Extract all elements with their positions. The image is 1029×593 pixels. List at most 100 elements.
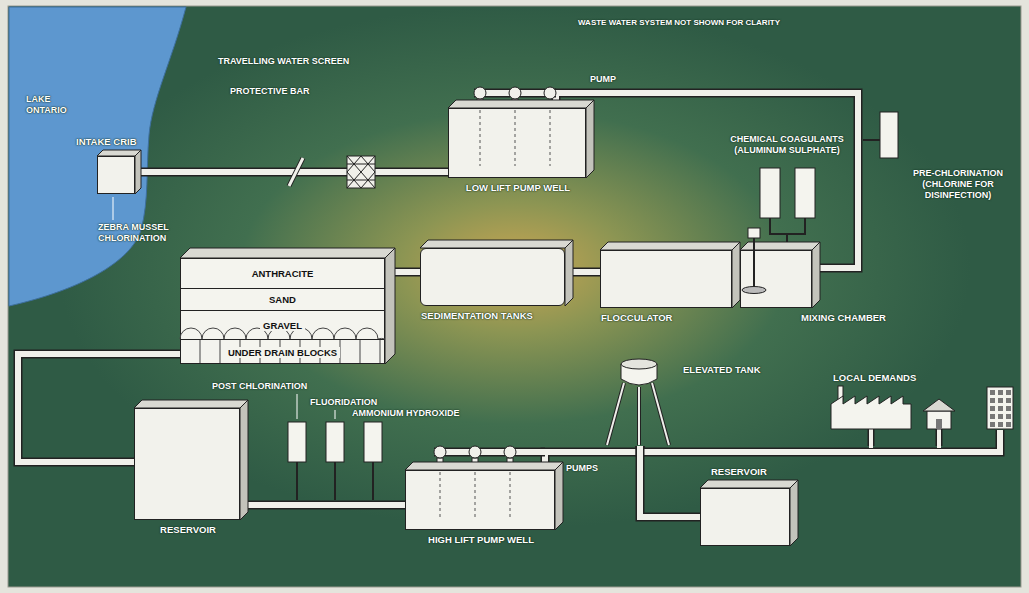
box-drawing [990,398,995,403]
box-drawing [420,248,565,306]
pipe-outline [135,168,448,177]
callout-label: PRE-CHLORINATION (CHLORINE FOR DISINFECT… [902,168,1014,201]
process-box: FLOCCULATOR [600,250,732,308]
pipe-fill [640,430,1000,452]
lake [9,7,186,306]
filter-layer: ANTHRACITE [181,259,384,289]
box-drawing [652,383,669,445]
box-drawing [937,429,941,448]
box-drawing [998,414,1003,419]
travelling-screen [347,156,375,188]
box-drawing [637,387,641,445]
box-drawing [602,357,676,445]
box-drawing [1006,406,1011,411]
pre-chlorination-tank [863,139,880,141]
box-drawing [990,422,995,427]
protective-bar [289,158,303,186]
water-pipe [135,172,448,173]
box-drawing [565,240,573,306]
layer-text: UNDER DRAIN BLOCKS [225,347,340,358]
box-drawing [312,328,334,339]
callout-label: TRAVELLING WATER SCREEN [218,56,349,67]
box-drawing [586,100,594,178]
process-box: LOCAL DEMANDS [831,387,1015,430]
box-drawing [990,390,995,395]
ground [8,6,1021,587]
box-drawing [220,340,221,363]
box-drawing [732,242,740,308]
box-drawing [240,400,248,520]
node-label: MIXING CHAMBER [801,312,886,324]
box-drawing [990,406,995,411]
box-drawing [97,150,141,156]
water-pipe [240,505,405,506]
low-lift-pumps [544,87,556,99]
high-lift-pumps [434,448,545,457]
node-label: INTAKE CRIB [76,136,137,148]
filter-layer: GRAVEL [181,311,384,340]
protective-bar [289,158,303,186]
pipe-outline [640,430,1000,452]
box-drawing [475,472,476,518]
pre-chlorination-tank [880,112,898,158]
layer-text: SAND [266,294,299,305]
travelling-screen [347,156,375,188]
node-label: RESERVOIR [160,524,216,536]
post-treatment-tanks [326,422,344,462]
leader-line [113,197,114,220]
callout-label: PUMPS [566,463,598,474]
process-box: MIXING CHAMBER [740,250,812,308]
box-drawing [134,408,240,520]
pipe-fill [135,169,448,175]
node-label: LOW LIFT PUMP WELL [466,182,570,194]
process-box: HIGH LIFT PUMP WELL [405,470,555,530]
node-label: SEDIMENTATION TANKS [421,310,533,322]
process-box: SEDIMENTATION TANKS [420,248,565,306]
filter-box: ANTHRACITE SAND GRAVEL UNDER DRAIN BLOCKS [180,258,385,364]
box-drawing [742,287,766,294]
box-drawing [869,429,873,448]
box-drawing [923,399,955,411]
box-drawing [448,100,594,108]
callout-label: WASTE WATER SYSTEM NOT SHOWN FOR CLARITY [578,17,780,28]
coagulant-tanks [760,168,780,218]
callout-label: ZEBRA MUSSEL CHLORINATION [98,222,190,244]
box-drawing [998,406,1003,411]
box-drawing [380,340,381,363]
filter-layer: SAND [181,289,384,311]
box-drawing [97,156,135,194]
box-drawing [812,242,820,308]
process-box: RESERVOIR [700,488,790,546]
box-drawing [224,328,246,339]
box-drawing [652,383,669,445]
box-drawing [1006,414,1011,419]
node-label: ELEVATED TANK [683,364,761,376]
box-drawing [607,383,624,445]
box-drawing [830,386,1014,429]
box-drawing [600,242,740,250]
box-drawing [405,470,555,530]
pipe-fill [240,502,405,508]
high-lift-pumps [434,446,545,464]
callout-label: AMMONIUM HYDROXIDE [352,408,460,419]
pipe-fill [556,93,858,268]
box-drawing [356,328,378,339]
box-drawing [600,250,732,308]
coagulant-tanks [760,168,815,244]
pipe-outline [640,446,700,517]
box-drawing [740,250,812,308]
box-drawing [1006,422,1011,427]
box-drawing [180,248,395,258]
pipe-outline [556,93,858,268]
box-drawing [936,419,942,429]
box-drawing [1006,398,1011,403]
process-box: ELEVATED TANK [603,358,677,446]
box-drawing [420,240,573,248]
post-treatment-tanks [288,422,306,462]
high-lift-pumps [469,446,481,458]
box-drawing [990,414,995,419]
high-lift-pumps [504,446,516,458]
water-pipe [640,446,700,517]
